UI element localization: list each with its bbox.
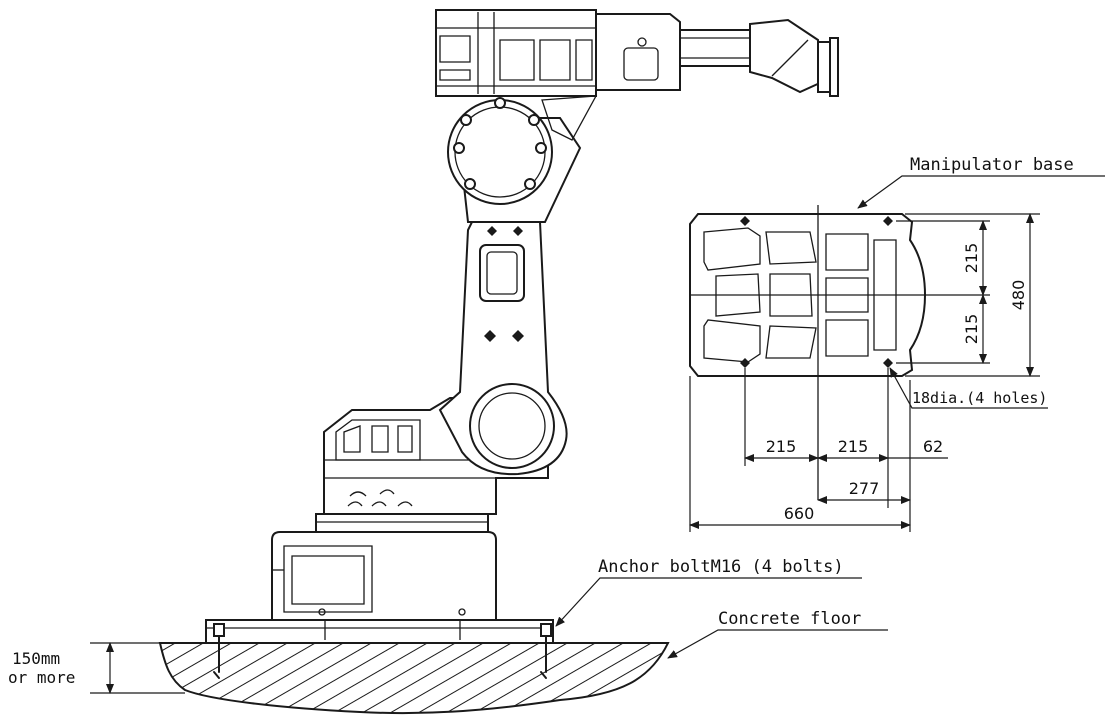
robot-lower-arm bbox=[438, 221, 568, 476]
dim-base-width: 480 bbox=[1009, 280, 1028, 311]
dim-hole-spacing-y-upper: 215 bbox=[962, 243, 981, 274]
dim-center-to-edge: 277 bbox=[849, 479, 880, 498]
manipulator-base-top-view bbox=[689, 205, 990, 500]
dim-hole-spacing-y-lower: 215 bbox=[962, 314, 981, 345]
robot-upper-arm bbox=[435, 9, 839, 141]
robot-base bbox=[205, 513, 554, 644]
anchor-bolt-label: Anchor boltM16 (4 bolts) bbox=[598, 557, 844, 577]
anchor-bolt-left bbox=[213, 623, 225, 679]
manipulator-base-label: Manipulator base bbox=[910, 155, 1074, 175]
floor-depth-label-line2: or more bbox=[8, 668, 75, 687]
mounting-holes-label: 18dia.(4 holes) bbox=[912, 389, 1047, 407]
dim-hole-spacing-x-left: 215 bbox=[766, 437, 797, 456]
dim-edge-offset: 62 bbox=[923, 437, 943, 456]
floor-depth-label-line1: 150mm bbox=[12, 649, 60, 668]
dimension-values: 215 215 480 215 215 62 277 660 bbox=[766, 243, 1028, 523]
labels: Manipulator base 18dia.(4 holes) Anchor … bbox=[8, 155, 1074, 687]
dim-hole-spacing-x-right: 215 bbox=[838, 437, 869, 456]
anchor-bolt-right bbox=[540, 623, 552, 679]
concrete-floor bbox=[158, 642, 670, 715]
robot-elbow bbox=[447, 97, 582, 223]
concrete-floor-label: Concrete floor bbox=[718, 609, 861, 629]
dim-base-length: 660 bbox=[784, 504, 815, 523]
leader-lines bbox=[555, 175, 1105, 659]
